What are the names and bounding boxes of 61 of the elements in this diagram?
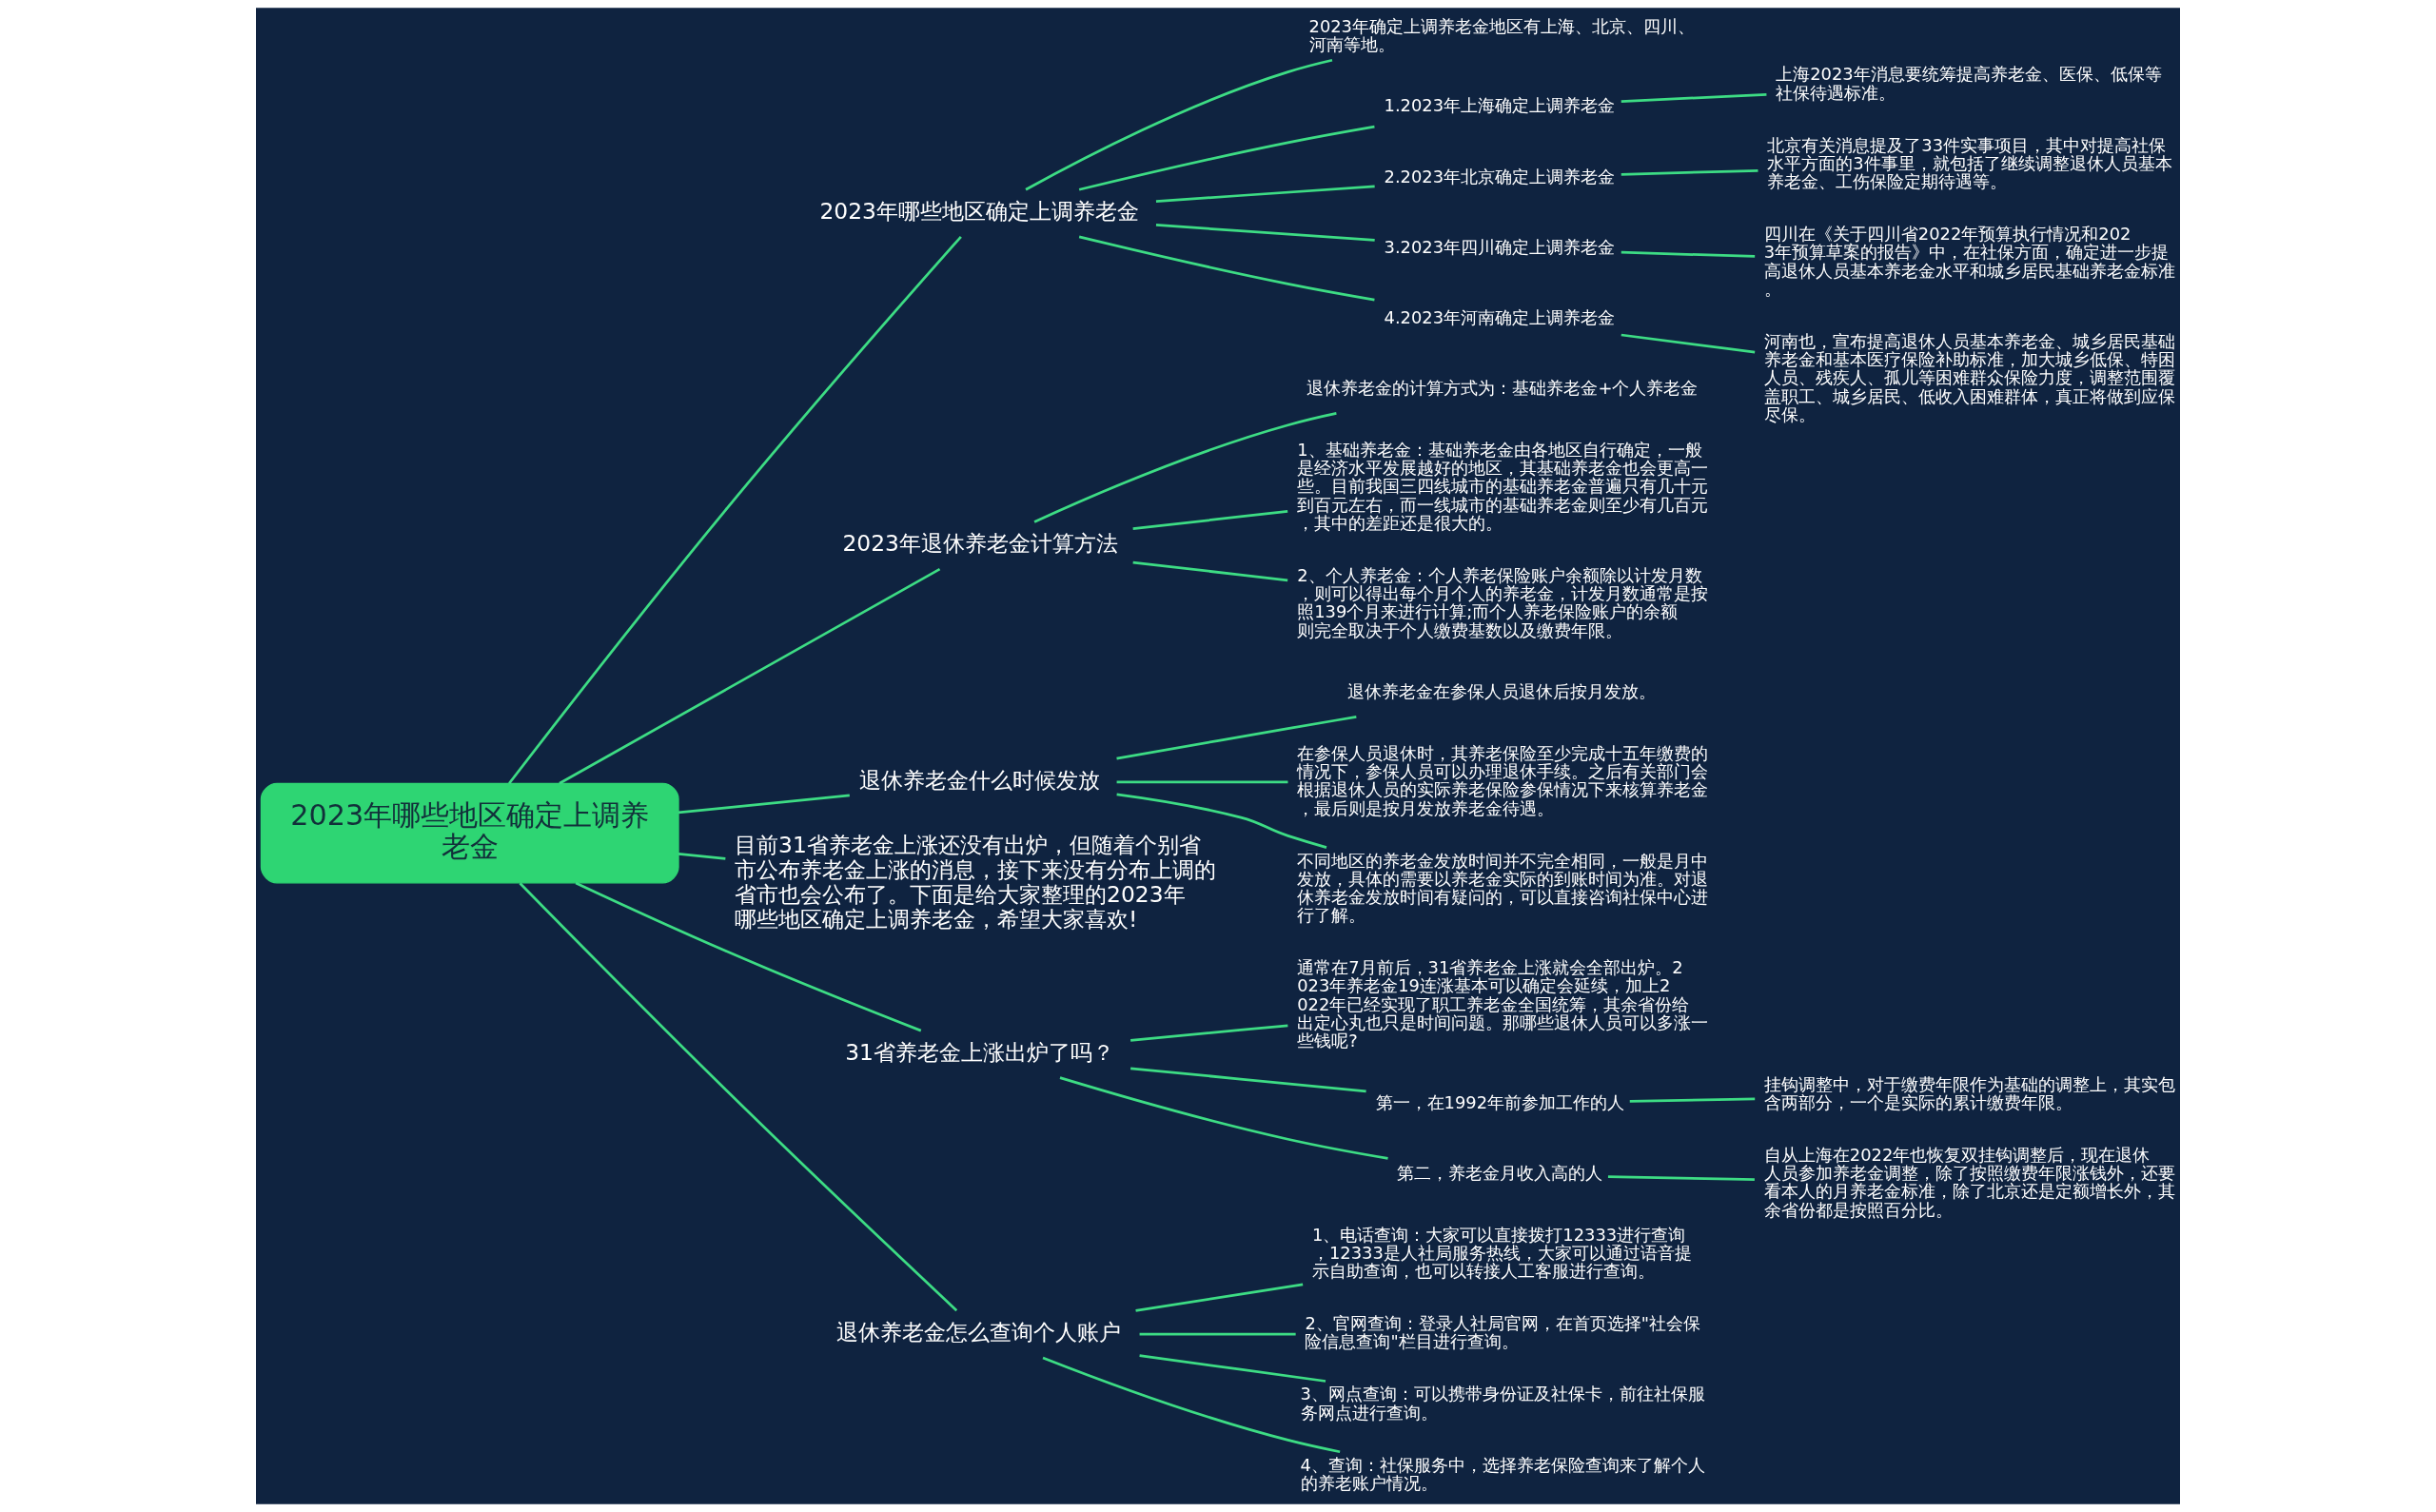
node-text: 3、网点查询：可以携带身份证及社保卡，前往社保服务网点进行查询。 [1300,1384,1705,1423]
node-text: 挂钩调整中，对于缴费年限作为基础的调整上，其实包含两部分，一个是实际的累计缴费年限。 [1763,1073,2175,1112]
node-text: 退休养老金什么时候发放 [858,766,1100,794]
connector [1621,250,1756,258]
node-text: 退休养老金怎么查询个人账户 [835,1318,1121,1345]
connector [1132,510,1288,530]
connector [1078,125,1375,191]
node-text: 第二，养老金月收入高的人 [1397,1163,1603,1184]
connector [519,882,958,1312]
node-text: 4、查询：社保服务中，选择养老保险查询来了解个人的养老账户情况。 [1300,1454,1705,1493]
connector [1059,1076,1388,1160]
node-text: 北京有关消息提及了33件实事项目，其中对提高社保水平方面的3件事里，就包括了继续调整退休人员基本养老金、工伤保险定期待遇等。 [1767,134,2172,192]
node-text: 2.2023年北京确定上调养老金 [1384,166,1616,187]
connector [678,794,850,815]
node-text: 2、个人养老金：个人养老保险账户余额除以计发月数，则可以得出每个月个人的养老金，计发月数通常是按照139个月来进行计算;而个人养老保险账户的余额则完全取决于个人缴费基数以及缴费年限。 [1297,564,1709,640]
node-text: 退休养老金的计算方式为：基础养老金+个人养老金 [1306,378,1699,399]
connector [1132,560,1288,582]
node-text: 不同地区的养老金发放时间并不完全相同，一般是月中发放，具体的需要以养老金实际的到账时间为准。对退休养老金发放时间有疑问的，可以直接咨询社保中心进行了解。 [1297,850,1709,926]
node-text: 1、电话查询：大家可以直接拨打12333进行查询，12333是人社局服务热线，大家可以通过语音提示自助查询，也可以转接人工客服进行查询。 [1311,1224,1692,1282]
node-text: 1.2023年上海确定上调养老金 [1384,95,1616,116]
connector [1621,92,1767,103]
node-text: 河南也，宣布提高退休人员基本养老金、城乡居民基础养老金和基本医疗保险补助标准，加大城乡低保、特困人员、残疾人、孤儿等困难群众保险力度，调整范围覆盖职工、城乡居民、低收入困难群体，真正将做到应保尽保。 [1763,330,2175,424]
connector [1629,1097,1756,1103]
connector [575,881,922,1032]
connector [1116,780,1288,784]
node-text: 在参保人员退休时，其养老保险至少完成十五年缴费的情况下，参保人员可以办理退休手续。之后有关部门会根据退休人员的实际养老保险参保情况下来核算养老金，最后则是按月发放养老金待遇。 [1297,742,1709,818]
connector [1033,412,1337,523]
node-box: 2023年哪些地区确定上调养老金 [260,782,679,884]
node-text: 4.2023年河南确定上调养老金 [1384,307,1616,328]
node-text: 1、基础养老金：基础养老金由各地区自行确定，一般是经济水平发展越好的地区，其基础养老金也会更高一些。目前我国三四线城市的基础养老金普遍只有几十元到百元左右，而一线城市的基础养老金则至少有几百元，其中的差距还是很大的。 [1297,439,1709,533]
node-text: 3.2023年四川确定上调养老金 [1384,236,1616,257]
connector [1116,715,1357,760]
connector [1116,793,1327,849]
connector [1135,1283,1304,1312]
connector [559,567,941,785]
node-text: 31省养老金上涨出炉了吗？ [845,1038,1114,1066]
connector [1621,333,1756,354]
connector [1155,185,1375,203]
node-text: 自从上海在2022年也恢复双挂钩调整后，现在退休人员参加养老金调整，除了按照缴费年限涨钱外，还要看本人的月养老金标准，除了北京还是定额增长外，其余省份都是按照百分比。 [1763,1144,2175,1220]
node-text: 退休养老金在参保人员退休后按月发放。 [1347,681,1657,702]
connector [508,235,962,785]
connector [1155,224,1375,242]
connector [1139,1332,1296,1336]
node-text: 通常在7月前后，31省养老金上涨就会全部出炉。2023年养老金19连涨基本可以确定会延续，加上2022年已经实现了职工养老金全国统筹，其余省份给出定心丸也只是时间问题。那哪些退休人员可以多涨一些钱呢? [1297,957,1709,1051]
node-text: 2023年确定上调养老金地区有上海、北京、四川、河南等地。 [1308,15,1695,54]
connector [1139,1354,1326,1383]
connector [1607,1175,1755,1182]
connector [1130,1067,1366,1093]
node-text: 2023年哪些地区确定上调养老金 [819,197,1139,225]
connector [1078,235,1375,302]
connector [1130,1024,1288,1042]
connector [1025,58,1333,191]
node-text: 目前31省养老金上涨还没有出炉，但随着个别省市公布养老金上涨的消息，接下来没有分布上调的省市也会公布了。下面是给大家整理的2023年哪些地区确定上调养老金，希望大家喜欢! [735,831,1217,933]
node-text: 上海2023年消息要统筹提高养老金、医保、低保等社保待遇标准。 [1776,64,2162,103]
node-text: 四川在《关于四川省2022年预算执行情况和2023年预算草案的报告》中，在社保方面，确定进一步提高退休人员基本养老金水平和城乡居民基础养老金标准。 [1763,224,2175,299]
connector [678,853,726,860]
node-text: 2、官网查询：登录人社局官网，在首页选择"社会保险信息查询"栏目进行查询。 [1305,1313,1700,1352]
node-text: 2023年退休养老金计算方法 [842,529,1118,557]
node-text: 第一，在1992年前参加工作的人 [1375,1091,1625,1112]
connector [1042,1356,1341,1454]
connector [1621,168,1758,176]
